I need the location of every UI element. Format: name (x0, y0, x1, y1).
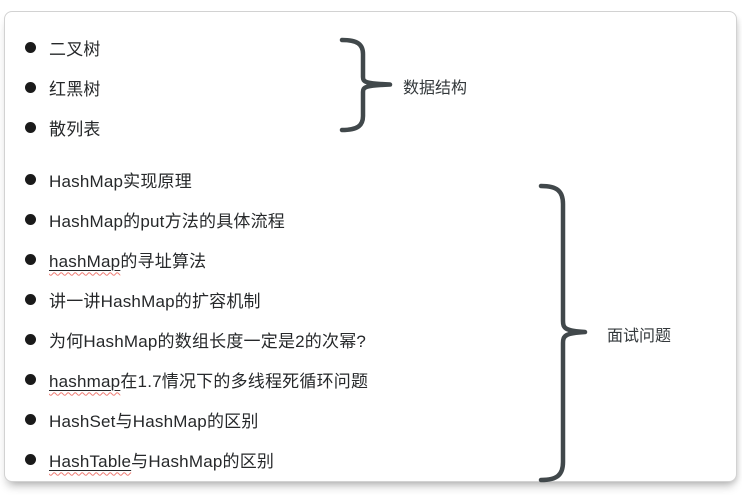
misspelled-underlined-text: hashmap (49, 371, 121, 391)
text-segment: 的寻址算法 (120, 251, 207, 271)
list-item: 二叉树 (25, 27, 101, 67)
bullet-icon (25, 373, 36, 385)
text-segment: 与HashMap的区别 (131, 451, 275, 471)
text-segment: 红黑树 (49, 79, 101, 99)
item-text: HashTable与HashMap的区别 (49, 447, 274, 472)
list-item: HashMap的put方法的具体流程 (25, 199, 368, 239)
curly-brace-interview-questions (538, 183, 588, 483)
bullet-icon (25, 253, 36, 265)
list-item: 散列表 (25, 107, 101, 147)
text-segment: HashSet与HashMap的区别 (49, 411, 259, 431)
curly-brace-data-structures (339, 37, 393, 133)
text-segment: 散列表 (49, 119, 101, 139)
item-text: 散列表 (49, 115, 101, 140)
item-text: HashMap的put方法的具体流程 (49, 207, 285, 232)
list-item: hashmap在1.7情况下的多线程死循环问题 (25, 359, 368, 399)
bullet-icon (25, 413, 36, 425)
item-text: hashMap的寻址算法 (49, 247, 206, 272)
notes-card: 二叉树红黑树散列表 HashMap实现原理 HashMap的put方法的具体流程 h… (4, 11, 737, 483)
group-label-interview-questions: 面试问题 (607, 328, 672, 345)
bullet-icon (25, 453, 36, 465)
misspelled-underlined-text: hashMap (49, 251, 121, 271)
misspelled-underlined-text: HashTable (49, 451, 132, 471)
list-item: hashMap的寻址算法 (25, 239, 368, 279)
text-segment: HashMap的put方法的具体流程 (49, 211, 285, 231)
item-text: 红黑树 (49, 75, 101, 100)
bullet-icon (25, 173, 36, 185)
list-item: HashMap实现原理 (25, 159, 368, 199)
item-text: HashSet与HashMap的区别 (49, 407, 259, 432)
text-segment: 二叉树 (49, 39, 101, 59)
text-segment: 讲一讲HashMap的扩容机制 (49, 291, 261, 311)
list-item: 为何HashMap的数组长度一定是2的次幂? (25, 319, 368, 359)
bullet-icon (25, 333, 36, 345)
item-text: HashMap实现原理 (49, 167, 192, 192)
bullet-icon (25, 293, 36, 305)
interview-questions-list: HashMap实现原理 HashMap的put方法的具体流程 hashMap的寻址算… (25, 159, 368, 479)
data-structures-list: 二叉树红黑树散列表 (25, 27, 101, 147)
item-text: 为何HashMap的数组长度一定是2的次幂? (49, 327, 366, 352)
list-item: HashSet与HashMap的区别 (25, 399, 368, 439)
list-item: 讲一讲HashMap的扩容机制 (25, 279, 368, 319)
item-text: 讲一讲HashMap的扩容机制 (49, 287, 261, 312)
text-segment: 为何HashMap的数组长度一定是2的次幂? (49, 331, 367, 351)
bullet-icon (25, 41, 36, 53)
text-segment: HashMap实现原理 (49, 171, 192, 191)
list-item: HashTable与HashMap的区别 (25, 439, 368, 479)
text-segment: 在1.7情况下的多线程死循环问题 (120, 371, 369, 391)
bullet-icon (25, 121, 36, 133)
bullet-icon (25, 81, 36, 93)
list-item: 红黑树 (25, 67, 101, 107)
item-text: hashmap在1.7情况下的多线程死循环问题 (49, 367, 368, 392)
item-text: 二叉树 (49, 35, 101, 60)
bullet-icon (25, 213, 36, 225)
group-label-data-structures: 数据结构 (403, 80, 468, 97)
